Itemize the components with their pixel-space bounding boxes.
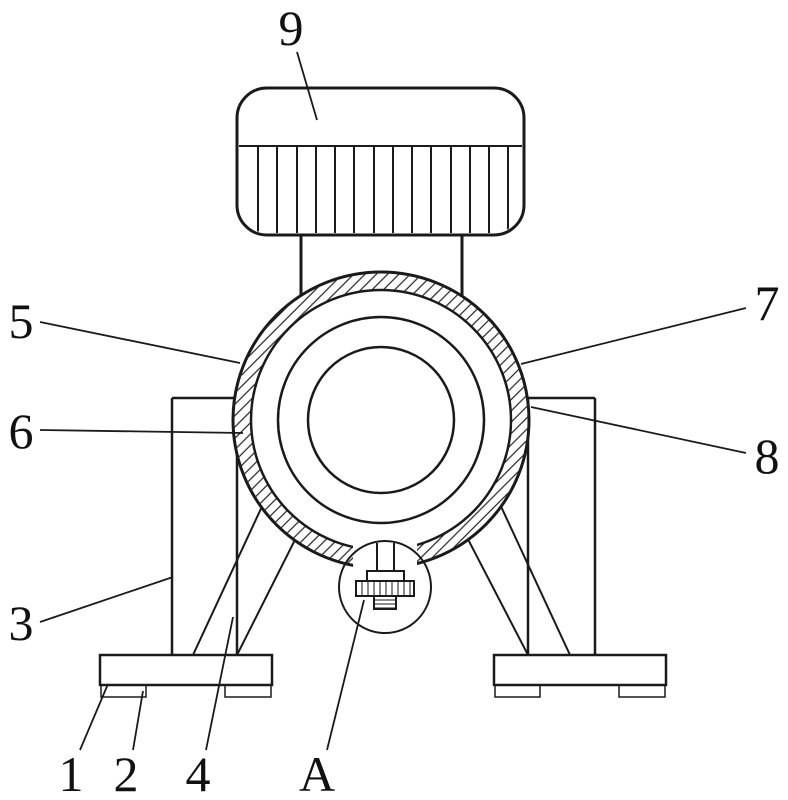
right-base-plate bbox=[492, 653, 668, 698]
main-body bbox=[231, 270, 531, 570]
detail-circle bbox=[338, 540, 432, 634]
foot-pad bbox=[494, 684, 541, 698]
callout-label-2: 2 bbox=[114, 746, 139, 800]
callout-line-8 bbox=[530, 406, 747, 454]
callout-line-4 bbox=[205, 616, 234, 751]
neck bbox=[299, 235, 464, 299]
callout-labels: 9 5 7 6 8 3 1 2 4 A bbox=[9, 0, 780, 800]
callout-label-5: 5 bbox=[9, 293, 34, 349]
foot-pad bbox=[224, 684, 272, 698]
drain-bolt bbox=[355, 543, 415, 610]
callout-line-3 bbox=[39, 576, 174, 623]
cap-rib-stripes bbox=[257, 146, 509, 233]
bore-circle bbox=[306, 345, 456, 495]
callout-label-7: 7 bbox=[755, 275, 780, 331]
left-base-plate bbox=[98, 653, 274, 698]
callout-line-6 bbox=[39, 429, 244, 434]
top-cap bbox=[235, 86, 526, 237]
callout-label-6: 6 bbox=[9, 403, 34, 459]
callout-line-1 bbox=[79, 683, 109, 751]
callout-label-4: 4 bbox=[186, 746, 211, 800]
callout-label-A: A bbox=[299, 746, 335, 800]
callout-line-9 bbox=[296, 51, 318, 121]
bolt-head-hatch bbox=[361, 581, 411, 596]
foot-pad bbox=[100, 684, 147, 698]
callout-line-2 bbox=[132, 690, 144, 751]
detail-region-A bbox=[338, 540, 432, 634]
callout-label-9: 9 bbox=[279, 0, 304, 56]
callout-line-A bbox=[326, 599, 365, 751]
callout-label-1: 1 bbox=[59, 746, 84, 800]
callout-label-3: 3 bbox=[9, 595, 34, 651]
foot-pad bbox=[618, 684, 666, 698]
callout-line-5 bbox=[39, 321, 241, 364]
middle-ring-circle bbox=[276, 315, 486, 525]
callout-lines bbox=[39, 51, 747, 751]
callout-label-8: 8 bbox=[755, 428, 780, 484]
callout-line-7 bbox=[520, 307, 747, 365]
